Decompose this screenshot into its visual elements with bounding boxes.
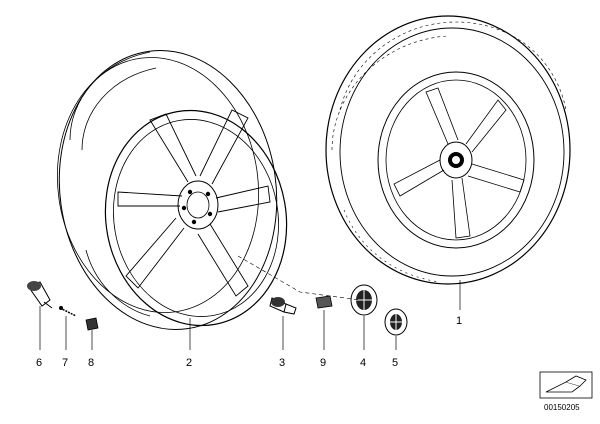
leader-lines [39, 255, 461, 350]
callout-3: 3 [279, 357, 285, 369]
wheel-bolt [269, 297, 297, 315]
complete-wheel [325, 15, 571, 285]
callout-9: 9 [320, 357, 326, 369]
balance-weight-plate [315, 295, 333, 309]
document-number: 00150205 [544, 403, 580, 412]
folded-sheet-icon [539, 371, 593, 399]
valve-cap [85, 317, 99, 331]
valve-core [59, 306, 77, 317]
tire-valve [27, 281, 53, 309]
hub-cap [350, 284, 378, 316]
wheel-rim [56, 50, 288, 330]
callout-5: 5 [392, 357, 398, 369]
callout-8: 8 [88, 357, 94, 369]
callout-2: 2 [186, 357, 192, 369]
callout-6: 6 [36, 357, 42, 369]
callout-4: 4 [360, 357, 366, 369]
callouts: 6 7 8 2 3 9 4 5 1 [36, 315, 462, 369]
callout-7: 7 [62, 357, 68, 369]
callout-1: 1 [456, 315, 462, 327]
hub-cap-emblem [384, 308, 408, 336]
